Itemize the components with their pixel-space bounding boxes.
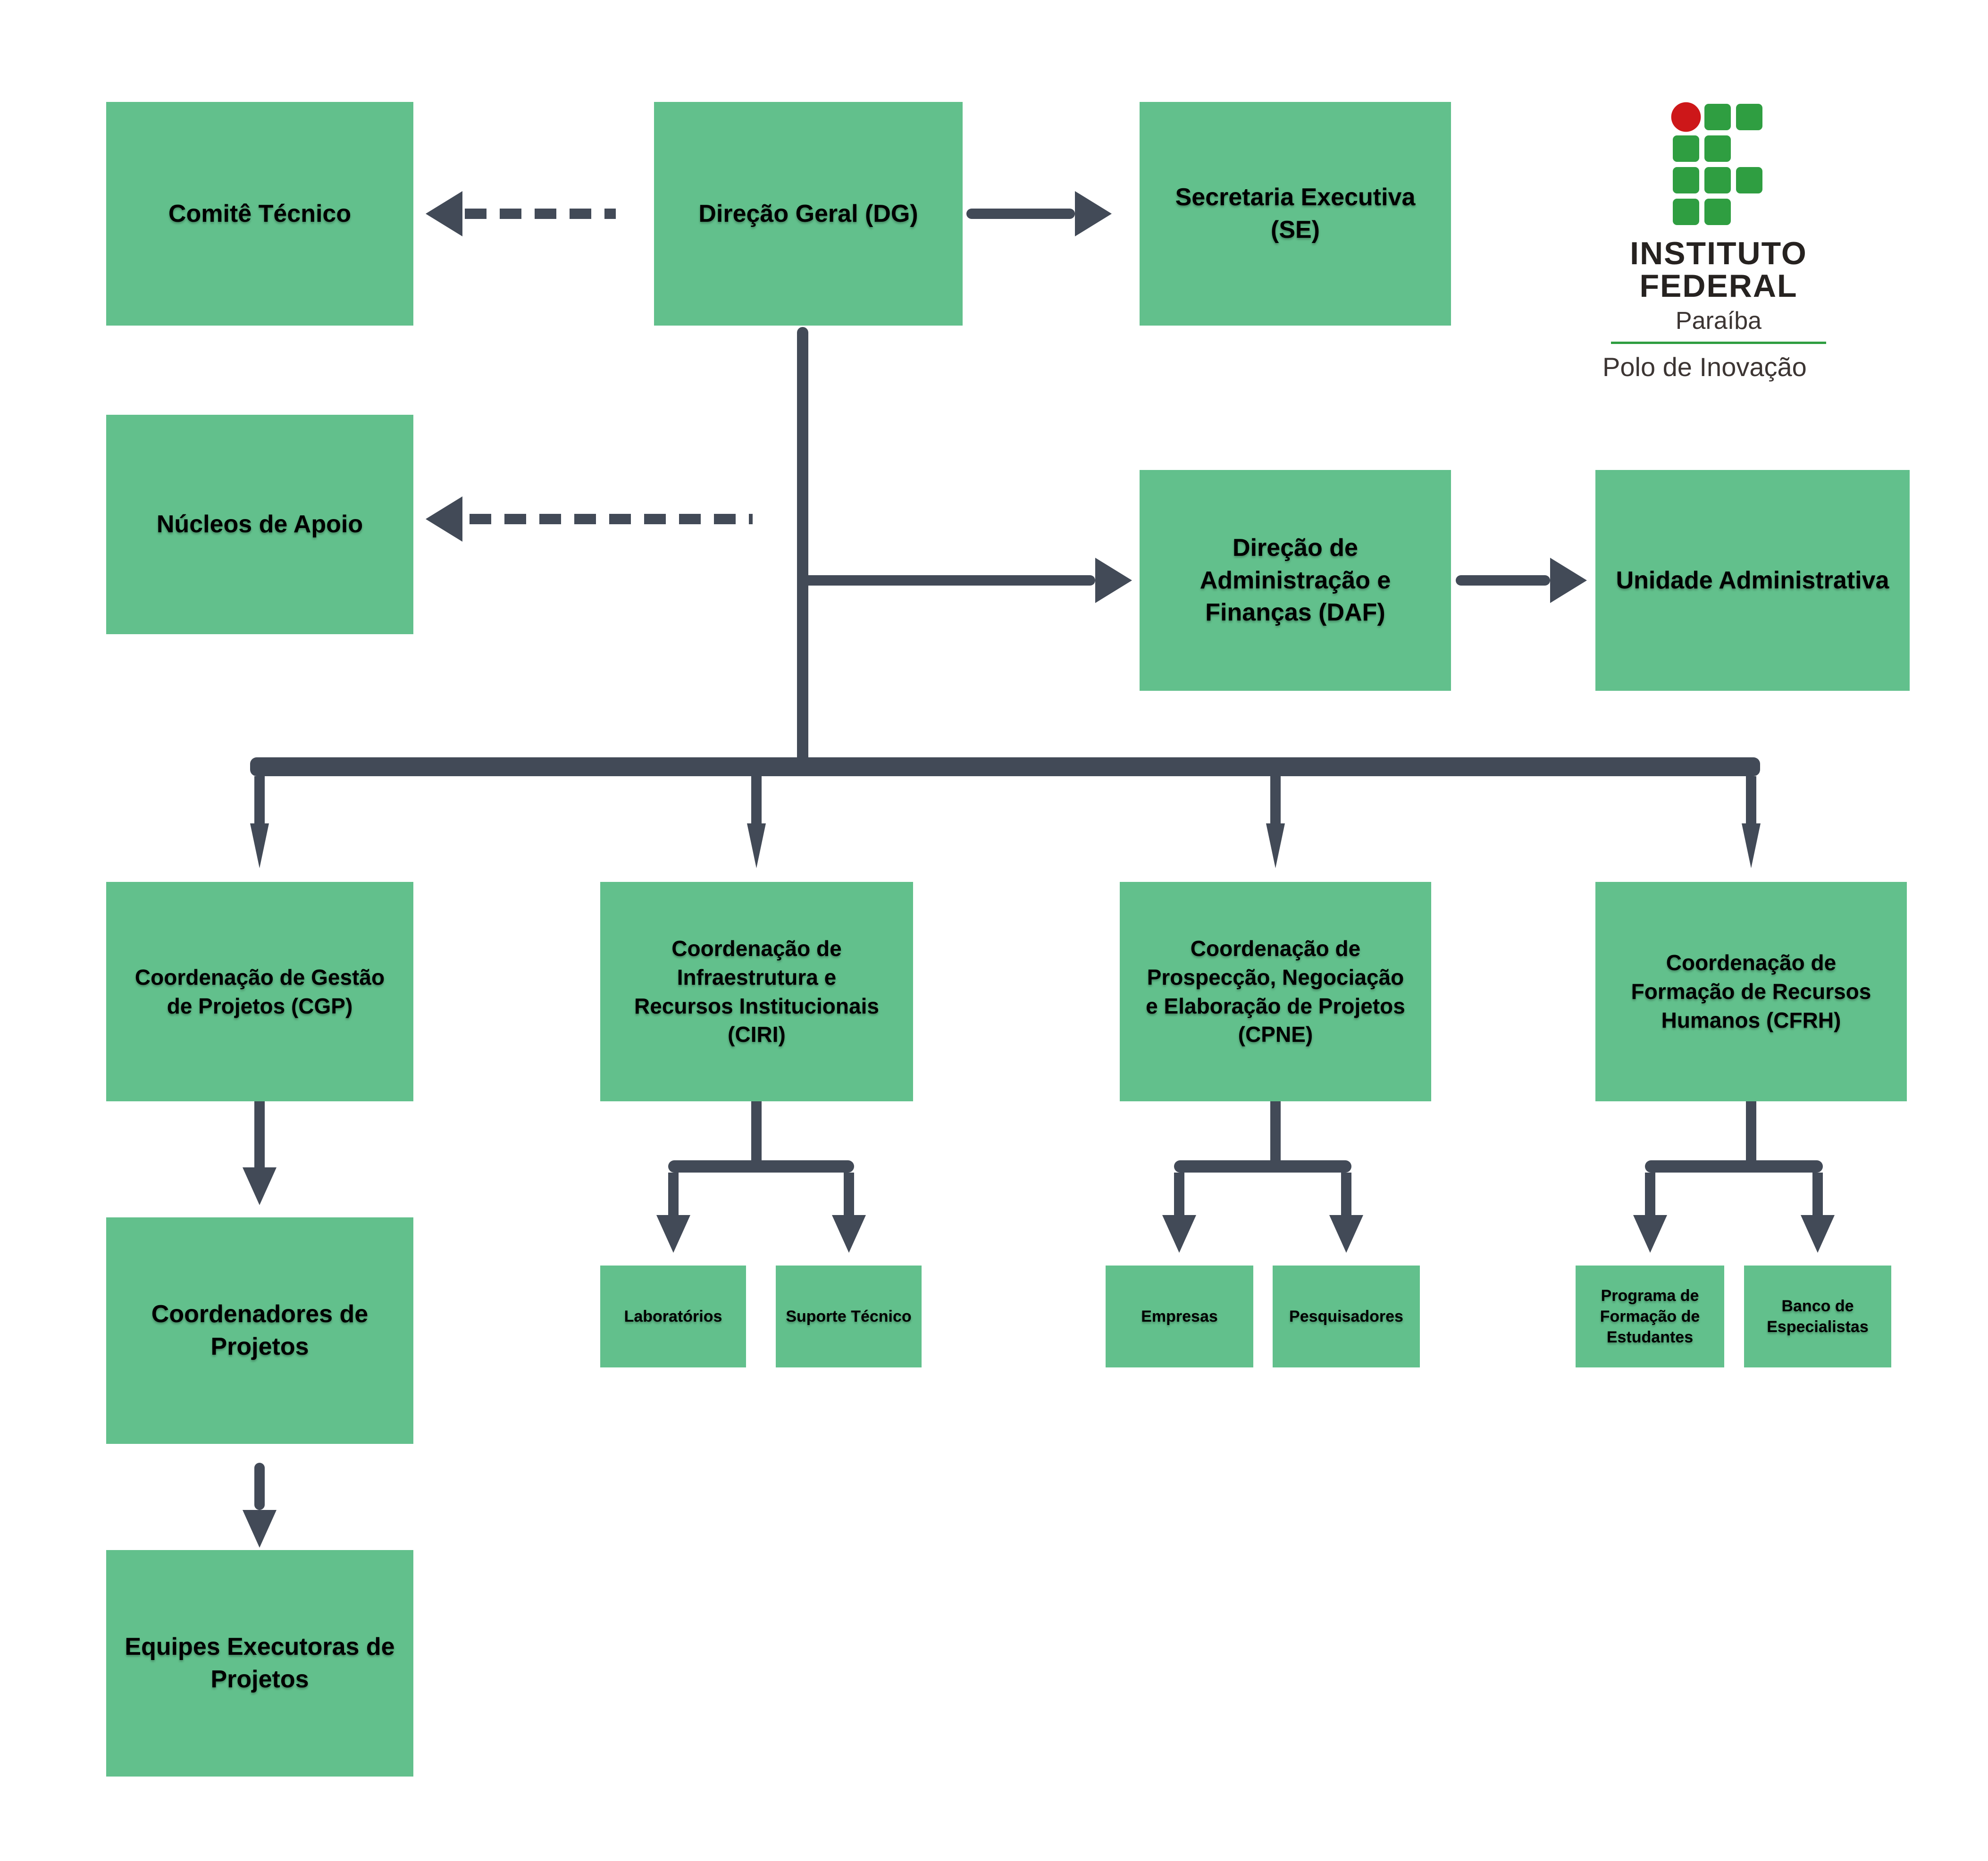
node-comite-tecnico-label: Comitê Técnico	[168, 200, 352, 227]
connector-coordenadores-equipes-arrowhead	[243, 1510, 277, 1548]
logo-green-square-icon	[1704, 199, 1731, 225]
connector-daf-ua-line	[1456, 575, 1550, 586]
logo-green-square-icon	[1704, 104, 1731, 130]
logo-green-square-icon	[1673, 167, 1699, 193]
logo-green-square-icon	[1704, 135, 1731, 162]
connector-cpne-stem	[1270, 1101, 1281, 1160]
node-cgp: Coordenação de Gestão de Projetos (CGP)	[106, 882, 413, 1101]
node-secretaria-executiva-label: Secretaria Executiva (SE)	[1175, 184, 1416, 243]
connector-cfrh-programa-arrowhead	[1633, 1215, 1667, 1253]
node-laboratorios: Laboratórios	[600, 1266, 746, 1367]
connector-cfrh-stem	[1746, 1101, 1756, 1160]
connector-cfrh-banco-arrowhead	[1801, 1215, 1835, 1253]
logo-green-square-icon	[1736, 167, 1762, 193]
node-suporte-tecnico: Suporte Técnico	[776, 1266, 922, 1367]
connector-ciri-laboratorios-arrowhead	[656, 1215, 690, 1253]
connector-spine-nucleos-arrowhead	[426, 496, 462, 542]
node-equipes-executoras: Equipes Executoras de Projetos	[106, 1550, 413, 1777]
connector-cfrh-bar	[1645, 1160, 1823, 1173]
connector-drop-cgp-arrowhead	[250, 823, 269, 868]
connector-ciri-laboratorios-line	[668, 1173, 679, 1215]
node-banco-especialistas: Banco de Especialistas	[1744, 1266, 1891, 1367]
node-daf: Direção de Administração e Finanças (DAF…	[1140, 470, 1451, 691]
connector-ciri-stem	[751, 1101, 762, 1160]
node-cpne-label: Coordenação de Prospecção, Negociação e …	[1146, 936, 1405, 1047]
node-direcao-geral-label: Direção Geral (DG)	[698, 200, 918, 227]
node-pesquisadores: Pesquisadores	[1273, 1266, 1420, 1367]
node-empresas-label: Empresas	[1141, 1307, 1218, 1325]
node-cfrh: Coordenação de Formação de Recursos Huma…	[1595, 882, 1907, 1101]
connector-distribution-bar	[250, 757, 1760, 776]
node-secretaria-executiva: Secretaria Executiva (SE)	[1140, 102, 1451, 326]
connector-drop-cpne-line	[1270, 776, 1281, 823]
connector-drop-cfrh-arrowhead	[1742, 823, 1761, 868]
connector-dg-se-arrowhead	[1075, 191, 1112, 236]
node-banco-especialistas-label: Banco de Especialistas	[1767, 1297, 1869, 1336]
logo-green-square-icon	[1704, 167, 1731, 193]
connector-daf-ua-arrowhead	[1550, 558, 1587, 603]
node-cpne: Coordenação de Prospecção, Negociação e …	[1120, 882, 1431, 1101]
logo-paraiba-text: Paraíba	[1675, 307, 1762, 335]
node-coordenadores-projetos-label: Coordenadores de Projetos	[151, 1300, 369, 1360]
node-coordenadores-projetos: Coordenadores de Projetos	[106, 1217, 413, 1444]
node-cgp-label: Coordenação de Gestão de Projetos (CGP)	[134, 964, 385, 1018]
node-ciri-label: Coordenação de Infraestrutura e Recursos…	[634, 936, 879, 1047]
connector-coordenadores-equipes-line	[254, 1463, 265, 1510]
connector-dg-se-line	[966, 209, 1075, 219]
connector-dg-comite-arrowhead	[426, 191, 462, 236]
connector-cpne-pesquisadores-line	[1341, 1173, 1351, 1215]
node-comite-tecnico: Comitê Técnico	[106, 102, 413, 326]
connector-cgp-coordenadores-arrowhead	[243, 1167, 277, 1205]
node-programa-formacao-estudantes-label: Programa de Formação de Estudantes	[1600, 1286, 1700, 1347]
connector-drop-ciri-arrowhead	[747, 823, 766, 868]
node-direcao-geral: Direção Geral (DG)	[654, 102, 963, 326]
connector-cpne-empresas-arrowhead	[1162, 1215, 1196, 1253]
connector-drop-cfrh-line	[1746, 776, 1756, 823]
connector-cpne-empresas-line	[1174, 1173, 1184, 1215]
node-nucleos-apoio-label: Núcleos de Apoio	[156, 511, 363, 538]
connector-ciri-bar	[668, 1160, 854, 1173]
logo-instituto-text: INSTITUTO	[1630, 235, 1807, 271]
logo-red-dot-icon	[1671, 102, 1701, 132]
connector-drop-ciri-line	[751, 776, 762, 823]
logo-green-square-icon	[1673, 135, 1699, 162]
node-equipes-executoras-label: Equipes Executoras de Projetos	[125, 1633, 395, 1693]
connector-dg-comite-dashed-line	[465, 209, 616, 219]
connector-spine	[797, 327, 808, 767]
logo-divider	[1611, 341, 1826, 344]
connector-cfrh-banco-line	[1812, 1173, 1823, 1215]
connector-cgp-coordenadores-line	[254, 1101, 265, 1167]
node-unidade-administrativa: Unidade Administrativa	[1595, 470, 1910, 691]
logo-federal-text: FEDERAL	[1639, 268, 1798, 304]
connector-spine-daf-line	[803, 575, 1095, 586]
node-unidade-administrativa-label: Unidade Administrativa	[1616, 566, 1889, 594]
node-pesquisadores-label: Pesquisadores	[1289, 1307, 1403, 1325]
logo-grid-gap	[1736, 135, 1762, 162]
connector-drop-cpne-arrowhead	[1266, 823, 1285, 868]
logo-green-square-icon	[1673, 199, 1699, 225]
connector-cpne-bar	[1174, 1160, 1351, 1173]
logo-polo-inovacao-text: Polo de Inovação	[1602, 352, 1807, 382]
ifpb-logo: INSTITUTO FEDERAL Paraíba Polo de Inovaç…	[1602, 102, 1835, 382]
node-programa-formacao-estudantes: Programa de Formação de Estudantes	[1576, 1266, 1724, 1367]
node-nucleos-apoio: Núcleos de Apoio	[106, 415, 413, 634]
connector-ciri-suporte-line	[844, 1173, 854, 1215]
logo-grid-gap	[1736, 199, 1762, 225]
node-cfrh-label: Coordenação de Formação de Recursos Huma…	[1631, 950, 1871, 1032]
connector-drop-cgp-line	[254, 776, 265, 823]
logo-green-square-icon	[1736, 104, 1762, 130]
node-laboratorios-label: Laboratórios	[624, 1307, 722, 1325]
node-empresas: Empresas	[1106, 1266, 1253, 1367]
connector-spine-daf-arrowhead	[1095, 558, 1132, 603]
connector-cfrh-programa-line	[1645, 1173, 1655, 1215]
node-daf-label: Direção de Administração e Finanças (DAF…	[1200, 534, 1391, 627]
connector-ciri-suporte-arrowhead	[832, 1215, 866, 1253]
connector-spine-nucleos-dashed-line	[470, 514, 753, 524]
node-suporte-tecnico-label: Suporte Técnico	[786, 1307, 912, 1325]
connector-cpne-pesquisadores-arrowhead	[1329, 1215, 1363, 1253]
ifpb-logo-mark-icon	[1671, 102, 1764, 225]
node-ciri: Coordenação de Infraestrutura e Recursos…	[600, 882, 913, 1101]
